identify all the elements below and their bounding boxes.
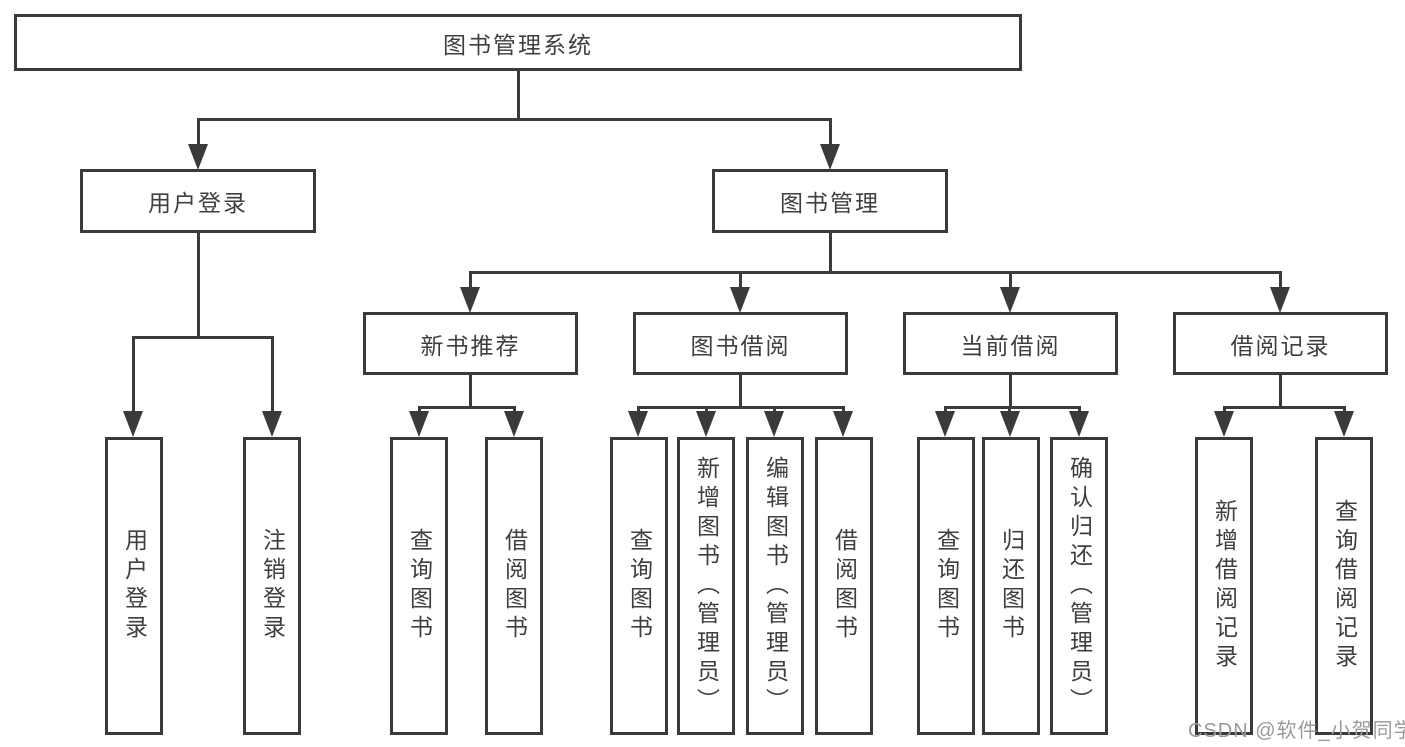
leaf-query-borrow-record: 查询借阅记录	[1315, 437, 1373, 735]
node-label: 图书管理系统	[443, 31, 593, 58]
connector-line	[705, 406, 708, 414]
leaf-logout: 注销登录	[243, 437, 301, 735]
node-label: 图书管理	[780, 190, 880, 216]
connector-line	[1078, 406, 1081, 414]
node-new-book-recommend: 新书推荐	[363, 312, 578, 375]
connector-line	[517, 70, 520, 120]
arrowhead-down-icon	[409, 411, 429, 437]
arrowhead-down-icon	[764, 411, 784, 437]
connector-line	[132, 336, 135, 414]
connector-line	[1343, 406, 1346, 414]
node-library-management-system: 图书管理系统	[14, 14, 1022, 71]
connector-line	[773, 406, 776, 414]
leaf-query-book-borrowing: 查询图书	[610, 437, 668, 735]
arrowhead-down-icon	[504, 411, 524, 437]
leaf-borrow-book-borrowing: 借阅图书	[815, 437, 873, 735]
connector-line	[739, 271, 742, 289]
connector-line	[944, 406, 947, 414]
connector-line	[829, 233, 832, 273]
connector-line	[418, 406, 421, 414]
arrowhead-down-icon	[730, 287, 750, 313]
connector-line	[829, 118, 832, 146]
node-label: 借阅记录	[1230, 332, 1331, 359]
connector-line	[1008, 406, 1011, 414]
connector-line	[1223, 406, 1226, 414]
arrowhead-down-icon	[1270, 287, 1290, 313]
connector-line	[469, 271, 472, 289]
connector-line	[1009, 375, 1012, 408]
arrowhead-down-icon	[1334, 411, 1354, 437]
connector-line	[197, 118, 200, 146]
connector-line	[132, 336, 274, 339]
node-user-login: 用户登录	[80, 169, 316, 233]
arrowhead-down-icon	[1000, 287, 1020, 313]
arrowhead-down-icon	[123, 411, 143, 437]
connector-line	[842, 406, 845, 414]
leaf-label: 新增图书（管理员）	[693, 455, 720, 717]
connector-line	[637, 406, 845, 409]
leaf-label: 注销登录	[259, 528, 286, 644]
node-borrow-records: 借阅记录	[1173, 312, 1388, 375]
connector-line	[469, 375, 472, 408]
arrowhead-down-icon	[262, 411, 282, 437]
arrowhead-down-icon	[833, 411, 853, 437]
leaf-label: 归还图书	[998, 528, 1025, 644]
leaf-label: 借阅图书	[501, 528, 528, 644]
connector-line	[739, 375, 742, 408]
leaf-label: 编辑图书（管理员）	[762, 455, 789, 717]
arrowhead-down-icon	[1069, 411, 1089, 437]
connector-line	[197, 118, 832, 121]
arrowhead-down-icon	[1000, 411, 1020, 437]
node-book-management: 图书管理	[712, 169, 948, 233]
connector-line	[197, 233, 200, 338]
connector-line	[1279, 271, 1282, 289]
leaf-add-borrow-record: 新增借阅记录	[1195, 437, 1253, 735]
leaf-label: 查询图书	[933, 528, 960, 644]
arrowhead-down-icon	[628, 411, 648, 437]
arrowhead-down-icon	[1214, 411, 1234, 437]
connector-line	[1223, 406, 1346, 409]
connector-line	[513, 406, 516, 414]
arrowhead-down-icon	[460, 287, 480, 313]
node-label: 图书借阅	[690, 332, 791, 359]
connector-line	[469, 271, 1282, 274]
leaf-query-book-current: 查询图书	[917, 437, 975, 735]
leaf-add-book-admin: 新增图书（管理员）	[677, 437, 735, 735]
node-label: 当前借阅	[960, 332, 1061, 359]
connector-line	[1279, 375, 1282, 408]
leaf-label: 新增借阅记录	[1211, 499, 1238, 673]
leaf-label: 确认归还（管理员）	[1066, 455, 1093, 717]
leaf-user-login: 用户登录	[105, 437, 163, 735]
connector-line	[944, 406, 1081, 409]
leaf-borrow-book-recommend: 借阅图书	[485, 437, 543, 735]
csdn-watermark: CSDN @软件_小贺同学	[1188, 720, 1405, 742]
leaf-return-book: 归还图书	[982, 437, 1040, 735]
node-current-borrowing: 当前借阅	[903, 312, 1118, 375]
arrowhead-down-icon	[935, 411, 955, 437]
leaf-confirm-return-admin: 确认归还（管理员）	[1050, 437, 1108, 735]
leaf-label: 查询图书	[406, 528, 433, 644]
arrowhead-down-icon	[820, 144, 840, 170]
arrowhead-down-icon	[696, 411, 716, 437]
connector-line	[637, 406, 640, 414]
connector-line	[1009, 271, 1012, 289]
leaf-query-book-recommend: 查询图书	[390, 437, 448, 735]
connector-line	[418, 406, 516, 409]
leaf-label: 用户登录	[121, 528, 148, 644]
leaf-label: 借阅图书	[831, 528, 858, 644]
arrowhead-down-icon	[188, 144, 208, 170]
node-label: 新书推荐	[420, 332, 521, 359]
leaf-label: 查询图书	[626, 528, 653, 644]
connector-line	[271, 336, 274, 414]
node-label: 用户登录	[148, 190, 248, 216]
leaf-label: 查询借阅记录	[1331, 499, 1358, 673]
node-book-borrowing: 图书借阅	[633, 312, 848, 375]
leaf-edit-book-admin: 编辑图书（管理员）	[746, 437, 804, 735]
